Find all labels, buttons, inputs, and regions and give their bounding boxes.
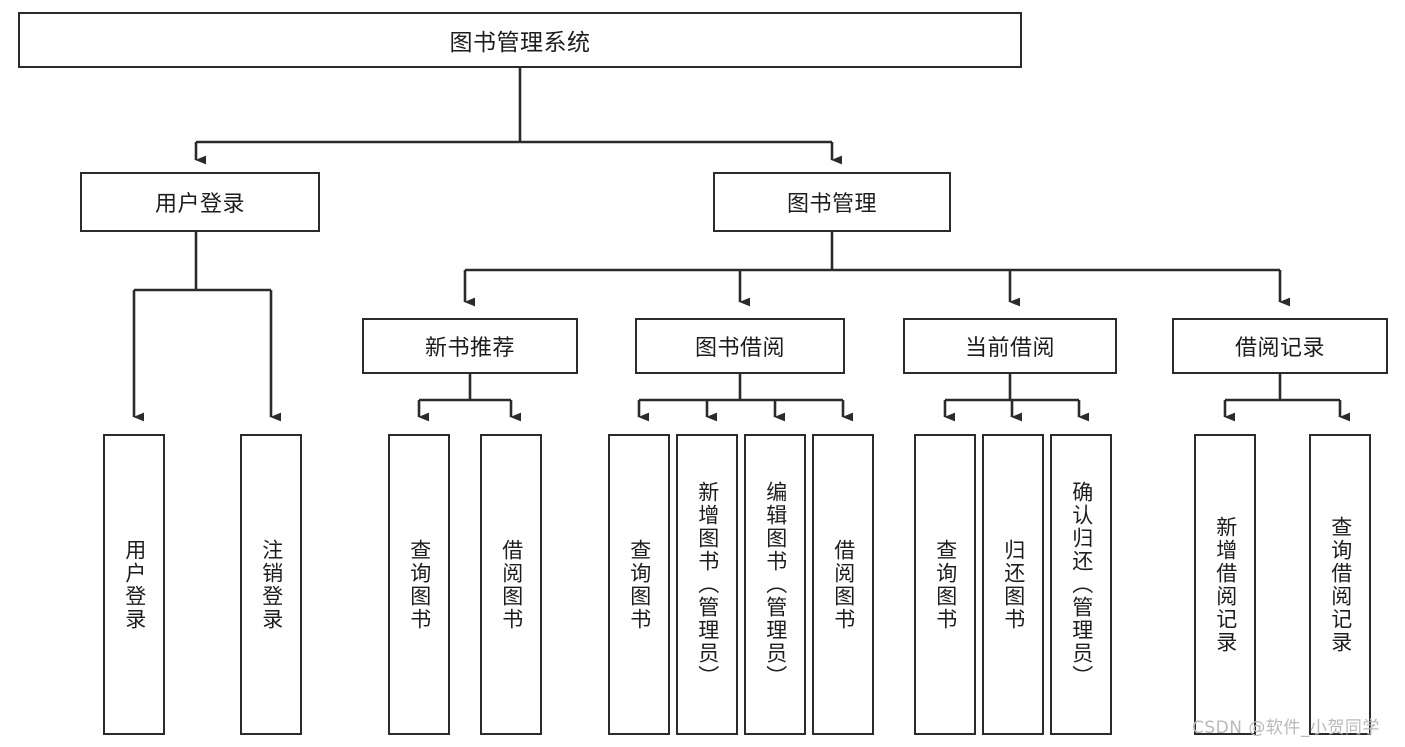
node-current-borrow-label: 当前借阅 xyxy=(964,336,1055,361)
leaf-label: 用户登录 xyxy=(122,538,147,631)
leaf-record-query-record[interactable]: 查询借阅记录 xyxy=(1309,434,1371,735)
leaf-recommend-borrow-book[interactable]: 借阅图书 xyxy=(480,434,542,735)
node-book-borrow[interactable]: 图书借阅 xyxy=(635,318,845,374)
node-new-book-recommend-label: 新书推荐 xyxy=(424,336,515,361)
leaf-user-login-login[interactable]: 用户登录 xyxy=(103,434,165,735)
csdn-watermark: CSDN @软件_小贺同学 xyxy=(1192,718,1380,738)
leaf-record-add-record[interactable]: 新增借阅记录 xyxy=(1194,434,1256,735)
node-user-login[interactable]: 用户登录 xyxy=(80,172,320,232)
leaf-label: 查询图书 xyxy=(627,538,652,631)
leaf-recommend-query-book[interactable]: 查询图书 xyxy=(388,434,450,735)
leaf-label: 查询图书 xyxy=(407,538,432,631)
leaf-borrow-borrow-book[interactable]: 借阅图书 xyxy=(812,434,874,735)
node-current-borrow[interactable]: 当前借阅 xyxy=(903,318,1117,374)
leaf-user-login-logout[interactable]: 注销登录 xyxy=(240,434,302,735)
leaf-current-query-book[interactable]: 查询图书 xyxy=(914,434,976,735)
leaf-label: 确认归还（管理员） xyxy=(1069,481,1094,688)
leaf-label: 注销登录 xyxy=(259,538,284,631)
leaf-label: 编辑图书（管理员） xyxy=(763,481,788,688)
leaf-current-confirm-return-admin[interactable]: 确认归还（管理员） xyxy=(1050,434,1112,735)
node-borrow-record[interactable]: 借阅记录 xyxy=(1172,318,1388,374)
leaf-label: 查询借阅记录 xyxy=(1328,515,1353,654)
leaf-label: 借阅图书 xyxy=(499,538,524,631)
leaf-current-return-book[interactable]: 归还图书 xyxy=(982,434,1044,735)
leaf-borrow-query-book[interactable]: 查询图书 xyxy=(608,434,670,735)
node-user-login-label: 用户登录 xyxy=(154,192,245,217)
leaf-label: 新增图书（管理员） xyxy=(695,481,720,688)
leaf-label: 借阅图书 xyxy=(831,538,856,631)
node-book-borrow-label: 图书借阅 xyxy=(694,336,785,361)
node-root-label: 图书管理系统 xyxy=(449,30,591,56)
leaf-label: 查询图书 xyxy=(933,538,958,631)
node-borrow-record-label: 借阅记录 xyxy=(1234,336,1325,361)
node-book-management-label: 图书管理 xyxy=(786,192,877,217)
node-new-book-recommend[interactable]: 新书推荐 xyxy=(362,318,578,374)
leaf-borrow-edit-book-admin[interactable]: 编辑图书（管理员） xyxy=(744,434,806,735)
leaf-borrow-add-book-admin[interactable]: 新增图书（管理员） xyxy=(676,434,738,735)
leaf-label: 新增借阅记录 xyxy=(1213,515,1238,654)
node-book-management[interactable]: 图书管理 xyxy=(713,172,951,232)
leaf-label: 归还图书 xyxy=(1001,538,1026,631)
node-root-system[interactable]: 图书管理系统 xyxy=(18,12,1022,68)
